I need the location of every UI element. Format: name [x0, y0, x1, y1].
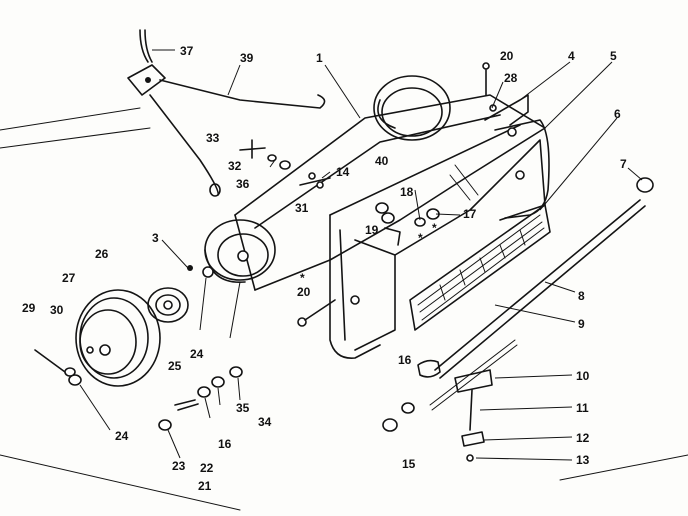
side-plate	[484, 94, 550, 219]
background-lines	[0, 107, 688, 511]
label-star-20: *	[300, 271, 305, 285]
part-number-labels: 37 39 1 20 28 4 5 6 7 33 32 36 14 31 40 …	[22, 44, 627, 493]
label-29: 29	[22, 301, 36, 315]
label-23: 23	[172, 459, 186, 473]
label-12: 12	[576, 431, 590, 445]
label-20-top: 20	[500, 49, 514, 63]
rear-wheel-top	[373, 75, 451, 141]
label-28: 28	[504, 71, 518, 85]
label-27: 27	[62, 271, 76, 285]
bolt-parts	[239, 139, 331, 189]
label-21: 21	[198, 479, 212, 493]
label-4: 4	[568, 49, 575, 63]
label-star-center: *	[418, 231, 423, 245]
label-19: 19	[365, 223, 379, 237]
hardware-small	[34, 265, 243, 431]
label-30: 30	[50, 303, 64, 317]
lower-right-parts	[382, 339, 518, 462]
label-7: 7	[620, 157, 627, 171]
label-6: 6	[614, 107, 621, 121]
gear-hub	[147, 287, 189, 323]
brush-roller	[409, 204, 551, 331]
label-24-left: 24	[115, 429, 129, 443]
axle-rod	[434, 177, 654, 379]
label-20-lower: 20	[297, 285, 311, 299]
label-37: 37	[180, 44, 194, 58]
label-5: 5	[610, 49, 617, 63]
label-24-mid: 24	[190, 347, 204, 361]
label-25: 25	[168, 359, 182, 373]
label-33: 33	[206, 131, 220, 145]
hardware-center	[375, 62, 497, 246]
label-14: 14	[336, 165, 350, 179]
label-32: 32	[228, 159, 242, 173]
label-26: 26	[95, 247, 109, 261]
main-housing	[234, 94, 546, 359]
label-39: 39	[240, 51, 254, 65]
front-wheel	[75, 289, 161, 387]
handle-cable	[127, 29, 326, 197]
label-star-right: *	[432, 221, 437, 235]
label-9: 9	[578, 317, 585, 331]
label-22: 22	[200, 461, 214, 475]
leader-lines	[79, 49, 643, 461]
label-8: 8	[578, 289, 585, 303]
label-3: 3	[152, 231, 159, 245]
label-16-right: 16	[398, 353, 412, 367]
label-36: 36	[236, 177, 250, 191]
label-31: 31	[295, 201, 309, 215]
label-35: 35	[236, 401, 250, 415]
label-15: 15	[402, 457, 416, 471]
label-18: 18	[400, 185, 414, 199]
label-16-left: 16	[218, 437, 232, 451]
label-10: 10	[576, 369, 590, 383]
label-34: 34	[258, 415, 272, 429]
label-17: 17	[463, 207, 477, 221]
label-11: 11	[576, 401, 589, 415]
screw-lower	[297, 299, 336, 327]
label-1: 1	[316, 51, 323, 65]
label-40: 40	[375, 154, 389, 168]
label-13: 13	[576, 453, 590, 467]
wheel-cup	[204, 219, 276, 283]
